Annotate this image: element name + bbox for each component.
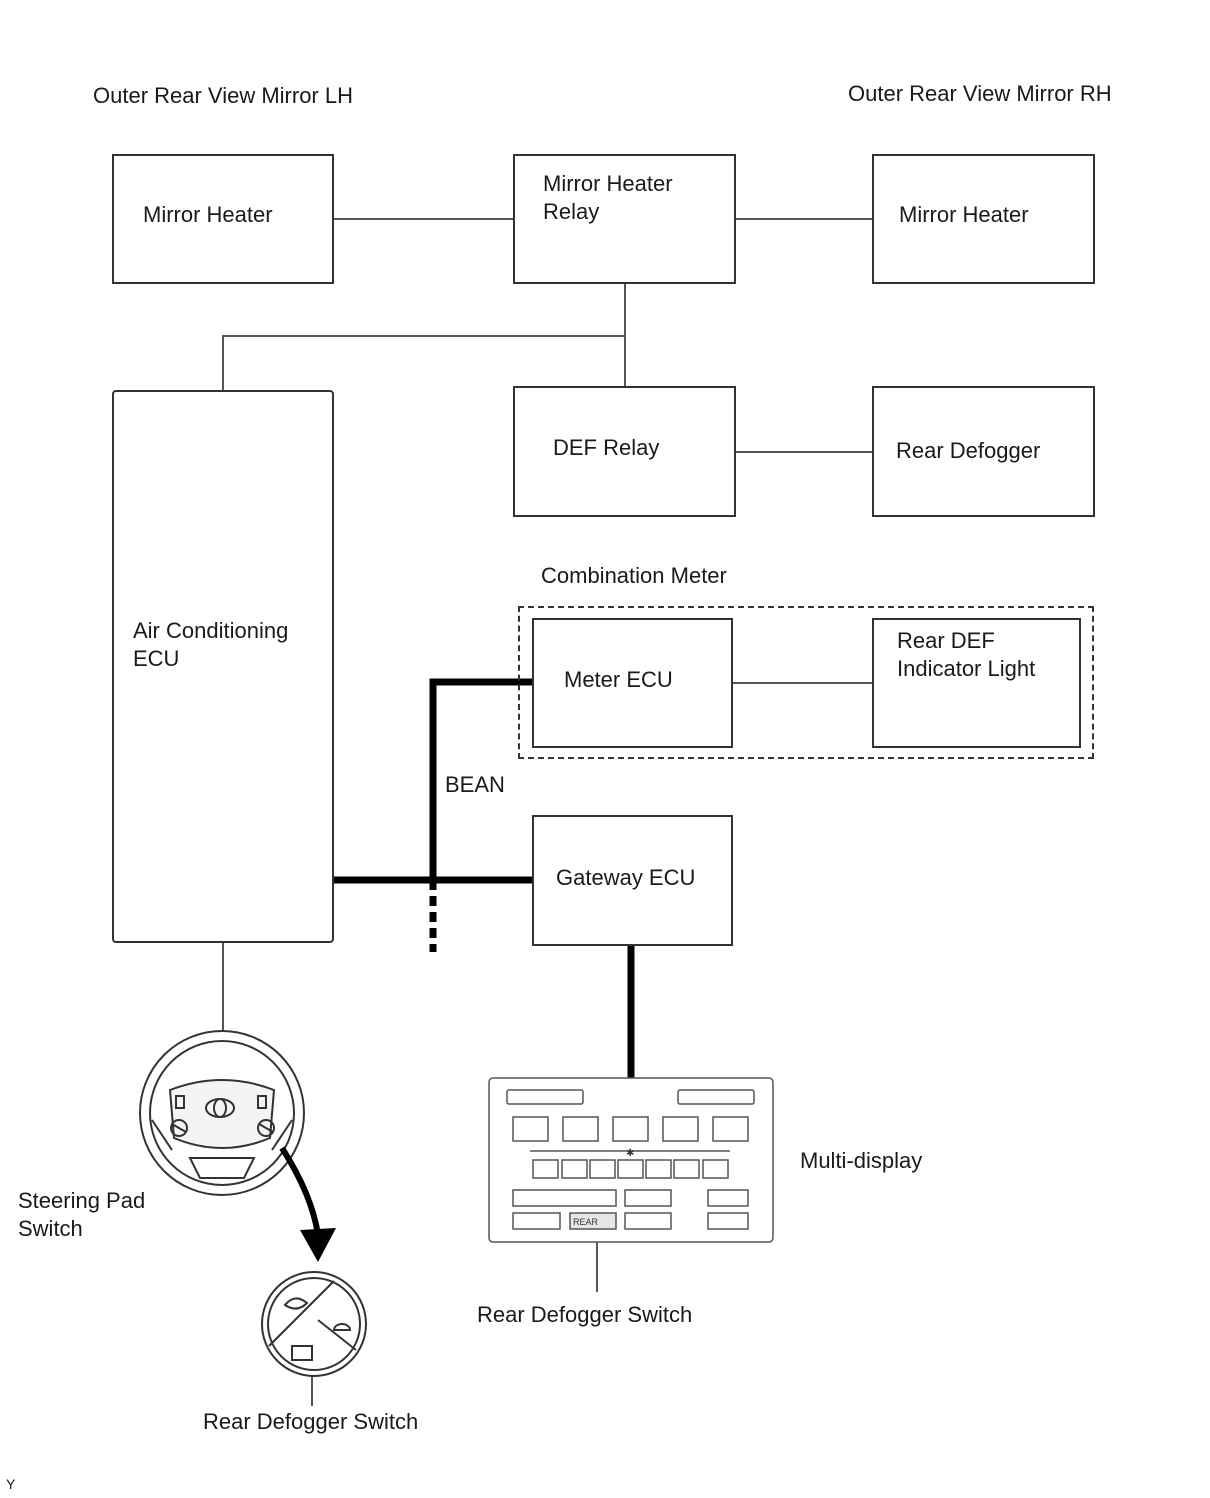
mirror-heater-relay-text-line1: Mirror Heater: [543, 171, 673, 196]
gateway-ecu-box: Gateway ECU: [532, 815, 733, 946]
air-conditioning-ecu-box: Air Conditioning ECU: [112, 390, 334, 943]
mirror-heater-lh-box: Mirror Heater: [112, 154, 334, 284]
bean-bus-to-meter-ecu: [429, 678, 532, 880]
multi-display-label: Multi-display: [800, 1148, 923, 1173]
mirror-heater-relay-text-line2: Relay: [543, 199, 600, 224]
rear-def-indicator-box: Rear DEF Indicator Light: [872, 618, 1081, 748]
corner-mark: Y: [6, 1476, 16, 1492]
rear-defogger-switch-steering-label: Rear Defogger Switch: [203, 1409, 419, 1434]
gateway-ecu-text: Gateway ECU: [556, 865, 696, 890]
multi-display-panel: [488, 1077, 774, 1243]
meter-ecu-box: Meter ECU: [532, 618, 733, 748]
rear-defogger-text: Rear Defogger: [896, 438, 1041, 463]
steering-wheel-icon: [139, 1030, 305, 1196]
line-relay-to-ac-ecu: [222, 284, 626, 391]
meter-ecu-text: Meter ECU: [564, 667, 673, 692]
combination-meter-enclosure: [518, 606, 1094, 759]
mirror-heater-lh-text: Mirror Heater: [143, 202, 273, 227]
mirror-heater-rh-box: Mirror Heater: [872, 154, 1095, 284]
mirror-heater-relay-box: Mirror Heater Relay: [513, 154, 736, 284]
magnify-arrow: [279, 1146, 321, 1236]
def-relay-box: DEF Relay: [513, 386, 736, 517]
mirror-rh-group-label: Outer Rear View Mirror RH: [848, 81, 1112, 106]
combination-meter-label: Combination Meter: [541, 563, 727, 588]
steering-pad-switch-label-line1: Steering Pad: [18, 1188, 146, 1213]
rear-def-indicator-text-line1: Rear DEF: [897, 628, 995, 653]
rear-def-indicator-text-line2: Indicator Light: [897, 656, 1036, 681]
multi-display-star: ✱: [626, 1148, 634, 1159]
rear-defogger-switch-display-label: Rear Defogger Switch: [477, 1302, 693, 1327]
air-conditioning-ecu-text-line2: ECU: [133, 646, 180, 671]
def-relay-text: DEF Relay: [553, 435, 660, 460]
mirror-lh-group-label: Outer Rear View Mirror LH: [93, 83, 353, 108]
steering-pad-switch-icon: [261, 1271, 367, 1377]
multi-display-rear-button-text: REAR: [573, 1217, 599, 1227]
mirror-heater-rh-text: Mirror Heater: [899, 202, 1029, 227]
air-conditioning-ecu-text-line1: Air Conditioning: [133, 618, 289, 643]
bean-label: BEAN: [445, 772, 505, 797]
rear-defogger-box: Rear Defogger: [872, 386, 1095, 517]
magnify-arrowhead: [300, 1228, 336, 1262]
steering-pad-switch-label-line2: Switch: [18, 1216, 83, 1241]
